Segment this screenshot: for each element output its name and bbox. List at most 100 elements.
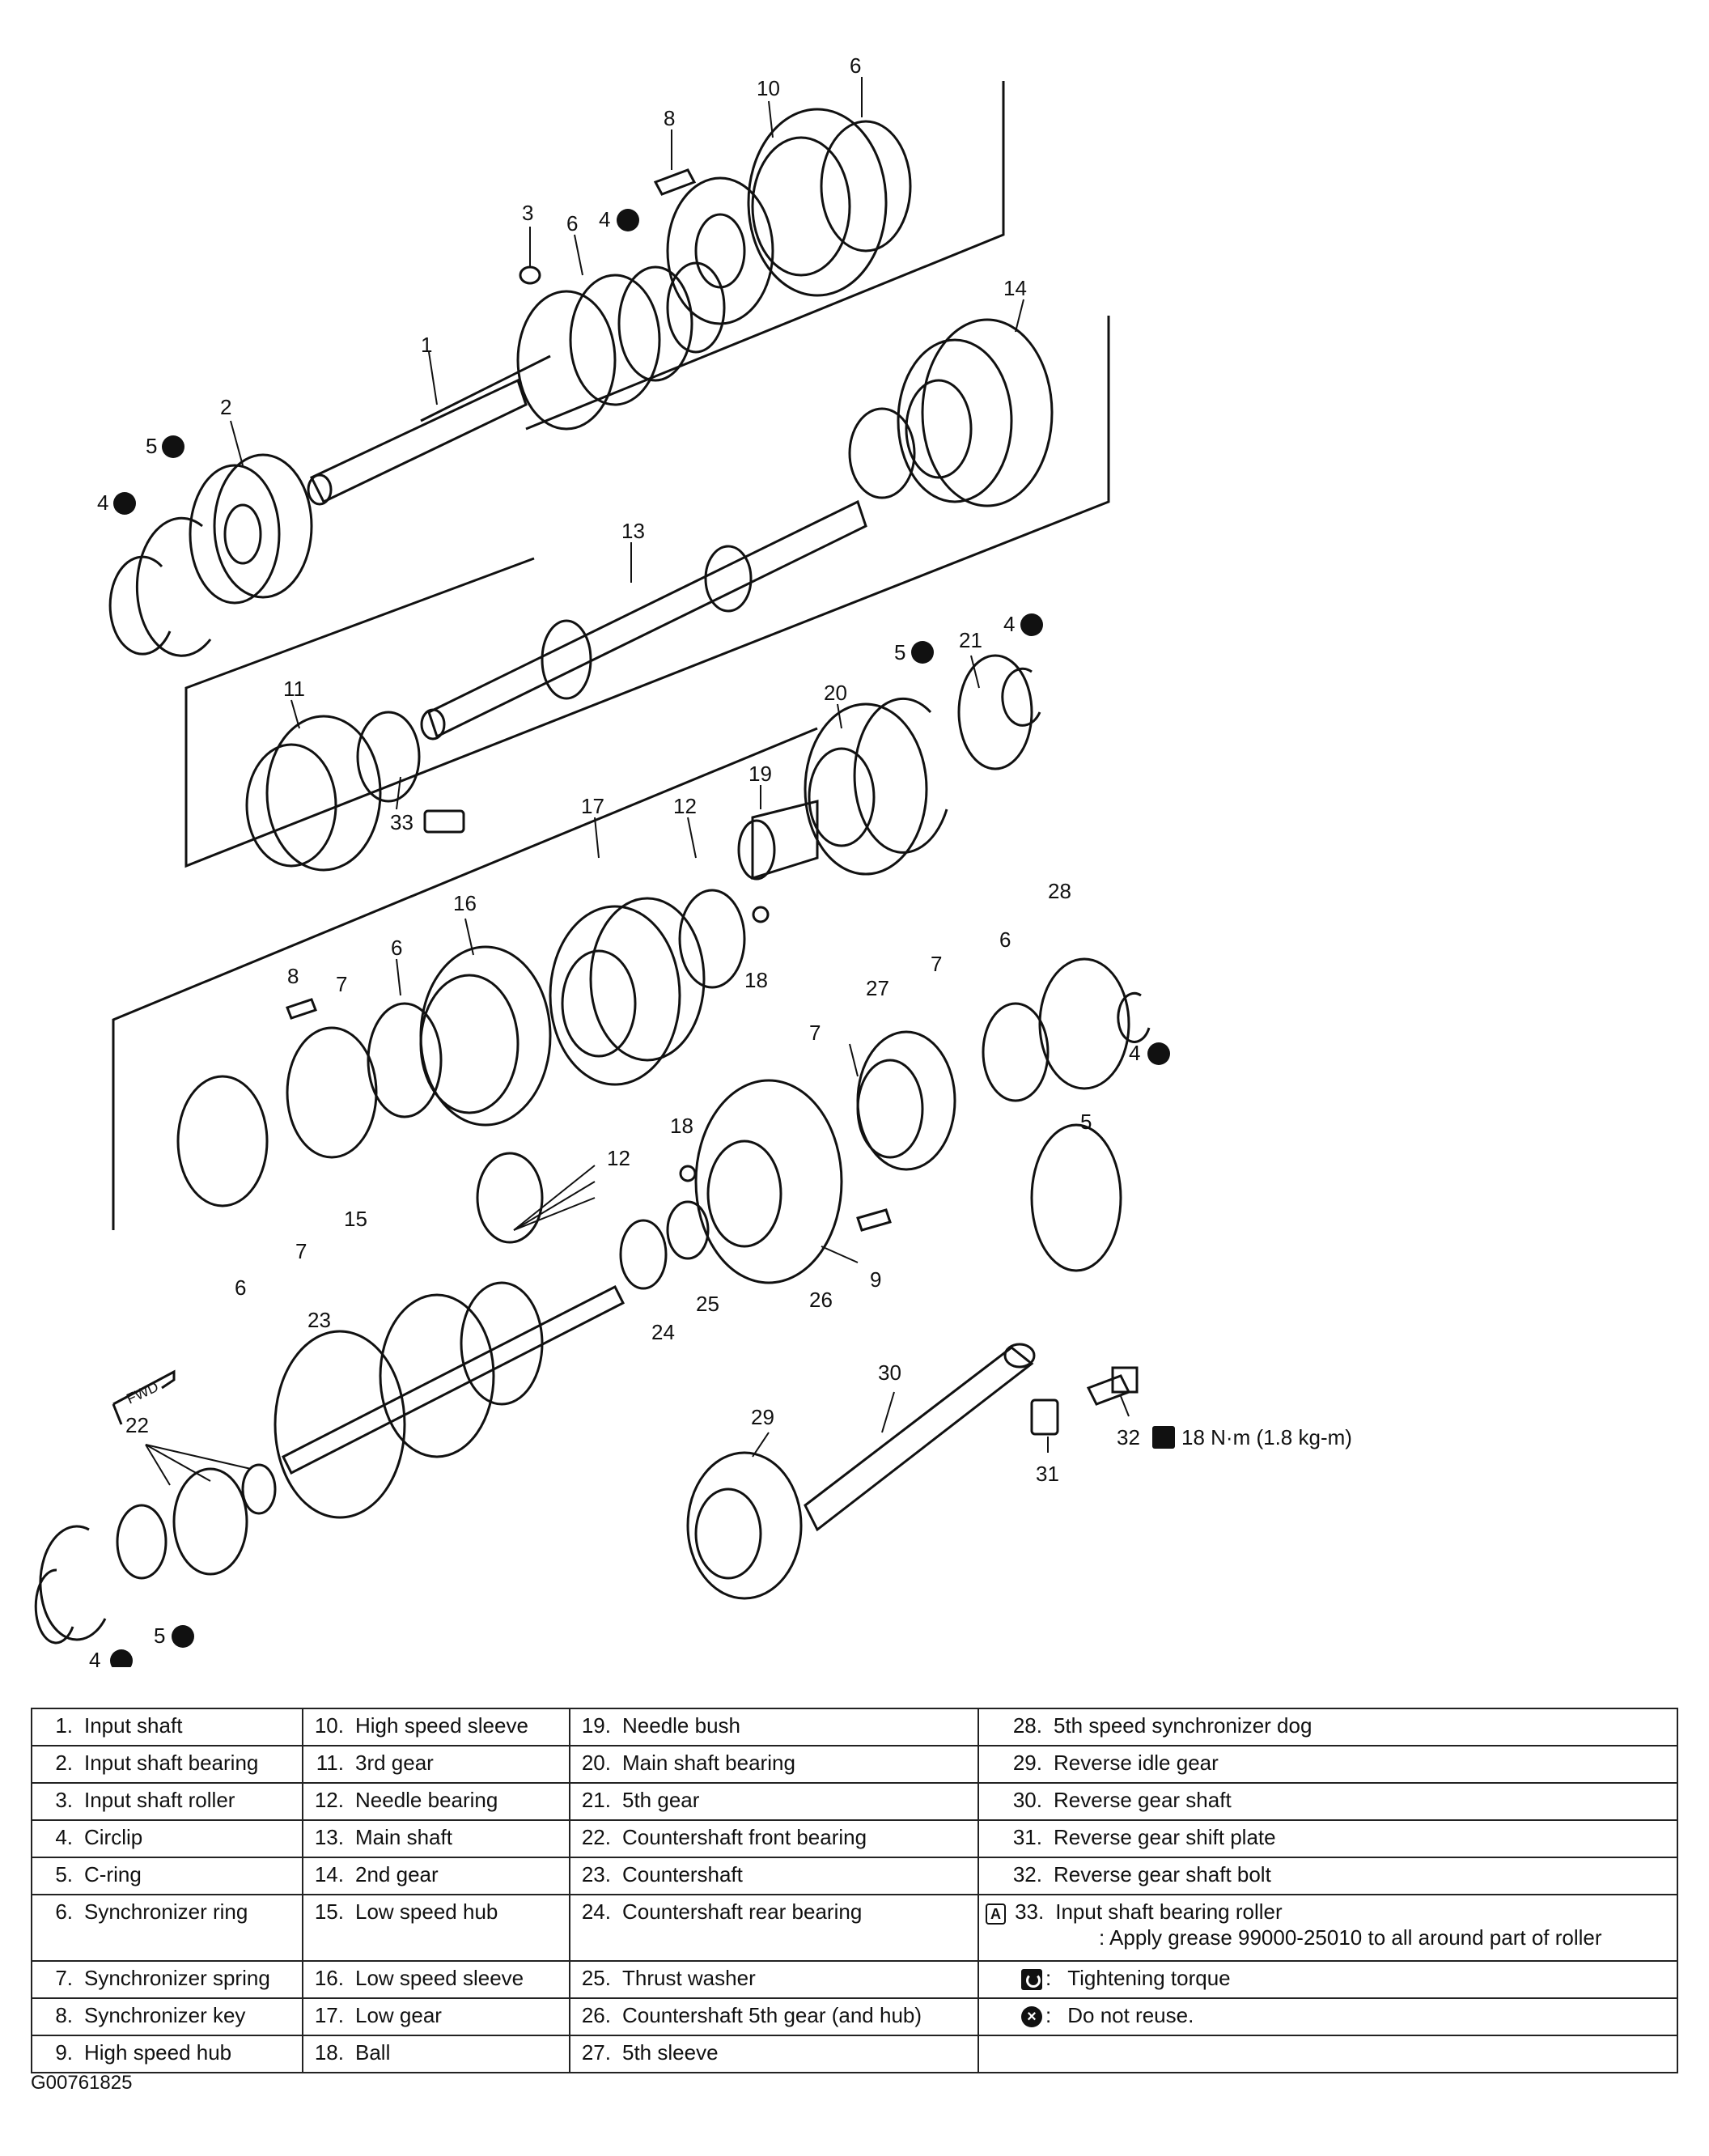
callout-labels: 1 2 3 6 4 8 10 6 14 5 4 13 11 33 20 5 21…: [89, 53, 1352, 1667]
callout-16: 16: [453, 891, 477, 915]
countershaft-rear-bearing: [619, 1219, 668, 1290]
callout-8a: 8: [664, 106, 675, 130]
legend-cell: 3.Input shaft roller: [31, 1782, 303, 1821]
table-row: 2.Input shaft bearing 11.3rd gear 20.Mai…: [31, 1745, 1678, 1784]
do-not-reuse-icon: ×: [1021, 2006, 1042, 2028]
callout-6b: 6: [850, 53, 861, 78]
callout-32: 32: [1117, 1425, 1140, 1449]
legend-cell: 17.Low gear: [302, 1997, 570, 2036]
callout-7a: 7: [931, 952, 942, 976]
low-speed-sleeve: [419, 945, 552, 1127]
fwd-label: FWD: [124, 1378, 161, 1407]
callout-6c: 6: [391, 936, 402, 960]
gear-2nd: [897, 318, 1054, 507]
main-shaft-bearing: [804, 702, 928, 876]
table-row: 5.C-ring 14.2nd gear 23.Countershaft 32.…: [31, 1857, 1678, 1895]
countershaft-front-bearing: [116, 1463, 277, 1580]
callout-30: 30: [878, 1360, 901, 1385]
group-outline-main: [184, 316, 1110, 868]
table-row: 1.Input shaft 10.High speed sleeve 19.Ne…: [31, 1708, 1678, 1746]
legend-cell: 23.Countershaft: [569, 1857, 979, 1895]
legend-cell: 18.Ball: [302, 2035, 570, 2073]
legend-cell: 22.Countershaft front bearing: [569, 1819, 979, 1858]
callout-12b: 12: [607, 1146, 630, 1170]
c-ring-5c: [1030, 1123, 1122, 1272]
exploded-gear-diagram: 1 2 3 6 4 8 10 6 14 5 4 13 11 33 20 5 21…: [34, 53, 1352, 1667]
legend-cell: 13.Main shaft: [302, 1819, 570, 1858]
callout-7d: 7: [295, 1239, 307, 1263]
legend-cell: 4.Circlip: [31, 1819, 303, 1858]
callout-23: 23: [307, 1308, 331, 1332]
synchronizer-dog: [1038, 957, 1130, 1090]
table-row: 4.Circlip 13.Main shaft 22.Countershaft …: [31, 1819, 1678, 1858]
callout-5c: 5: [1080, 1110, 1092, 1134]
callout-29: 29: [751, 1405, 774, 1429]
legend-cell: 11.3rd gear: [302, 1745, 570, 1784]
torque-icon: [1021, 1969, 1042, 1991]
legend-cell: 26.Countershaft 5th gear (and hub): [569, 1997, 979, 2036]
callout-21: 21: [959, 628, 982, 652]
c-ring-5d: [39, 1525, 107, 1641]
circlip-4d: [34, 1568, 74, 1645]
reverse-gear-shaft: [804, 1343, 1036, 1532]
callout-18b: 18: [670, 1114, 693, 1138]
table-row: 7.Synchronizer spring 16.Low speed sleev…: [31, 1960, 1678, 1999]
legend-cell: 2.Input shaft bearing: [31, 1745, 303, 1784]
figure-id: G00761825: [31, 2072, 133, 2094]
countershaft: [274, 1281, 626, 1519]
reverse-gear-shaft-bolt: [1086, 1366, 1139, 1406]
callout-31: 31: [1036, 1462, 1059, 1486]
callout-22: 22: [125, 1413, 149, 1437]
table-row: 6.Synchronizer ring 15.Low speed hub 24.…: [31, 1894, 1678, 1962]
callout-20: 20: [824, 681, 847, 705]
synchronizer-key-9: [856, 1208, 892, 1232]
legend-cell: 28.5th speed synchronizer dog: [977, 1708, 1678, 1746]
grease-icon: [423, 809, 465, 834]
callout-18a: 18: [744, 968, 768, 992]
grease-note: : Apply grease 99000-25010 to all around…: [1099, 1925, 1602, 1950]
high-speed-sleeve: [747, 108, 912, 297]
reverse-gear-shift-plate: [1030, 1398, 1059, 1436]
grease-icon: A: [986, 1903, 1006, 1925]
input-shaft: [307, 354, 551, 506]
legend-cell: A 33.Input shaft bearing roller : Apply …: [977, 1894, 1678, 1962]
needle-bearing-12a: [356, 711, 421, 803]
low-gear: [549, 897, 706, 1086]
callout-24: 24: [651, 1320, 675, 1344]
thrust-washer: [666, 1200, 710, 1260]
callout-33: 33: [390, 810, 413, 834]
synchronizer-key-8a: [653, 168, 697, 196]
table-row: 8.Synchronizer key 17.Low gear 26.Counte…: [31, 1997, 1678, 2036]
legend-cell: 1.Input shaft: [31, 1708, 303, 1746]
legend-cell: 30.Reverse gear shaft: [977, 1782, 1678, 1821]
callout-4c: 4: [1003, 612, 1015, 636]
synchronizer-ring-6d: [982, 1002, 1050, 1102]
fwd-arrow-icon: [112, 1369, 176, 1406]
callout-5d: 5: [154, 1623, 165, 1648]
callout-27: 27: [866, 976, 889, 1000]
callout-17: 17: [581, 794, 604, 818]
callout-10: 10: [757, 76, 780, 100]
circlip-4a: [108, 555, 172, 656]
ball-18b: [679, 1165, 697, 1182]
legend-cell: 10.High speed sleeve: [302, 1708, 570, 1746]
c-ring-5b: [853, 697, 948, 854]
callout-9: 9: [870, 1267, 881, 1292]
legend-cell: 7.Synchronizer spring: [31, 1960, 303, 1999]
roller-3: [519, 265, 541, 285]
callout-13: 13: [621, 519, 645, 543]
callout-15: 15: [344, 1207, 367, 1231]
callout-5a: 5: [146, 434, 157, 458]
callout-25: 25: [696, 1292, 719, 1316]
callout-4b: 4: [97, 490, 108, 515]
legend-cell: 16.Low speed sleeve: [302, 1960, 570, 1999]
callout-6e: 6: [235, 1275, 246, 1300]
legend-cell: 15.Low speed hub: [302, 1894, 570, 1962]
callout-2: 2: [220, 395, 231, 419]
callout-6d: 6: [999, 927, 1011, 952]
callout-11: 11: [283, 677, 305, 701]
legend-cell: 25.Thrust washer: [569, 1960, 979, 1999]
legend-cell: 9.High speed hub: [31, 2035, 303, 2073]
main-shaft: [420, 499, 867, 741]
needle-bush: [737, 800, 819, 881]
